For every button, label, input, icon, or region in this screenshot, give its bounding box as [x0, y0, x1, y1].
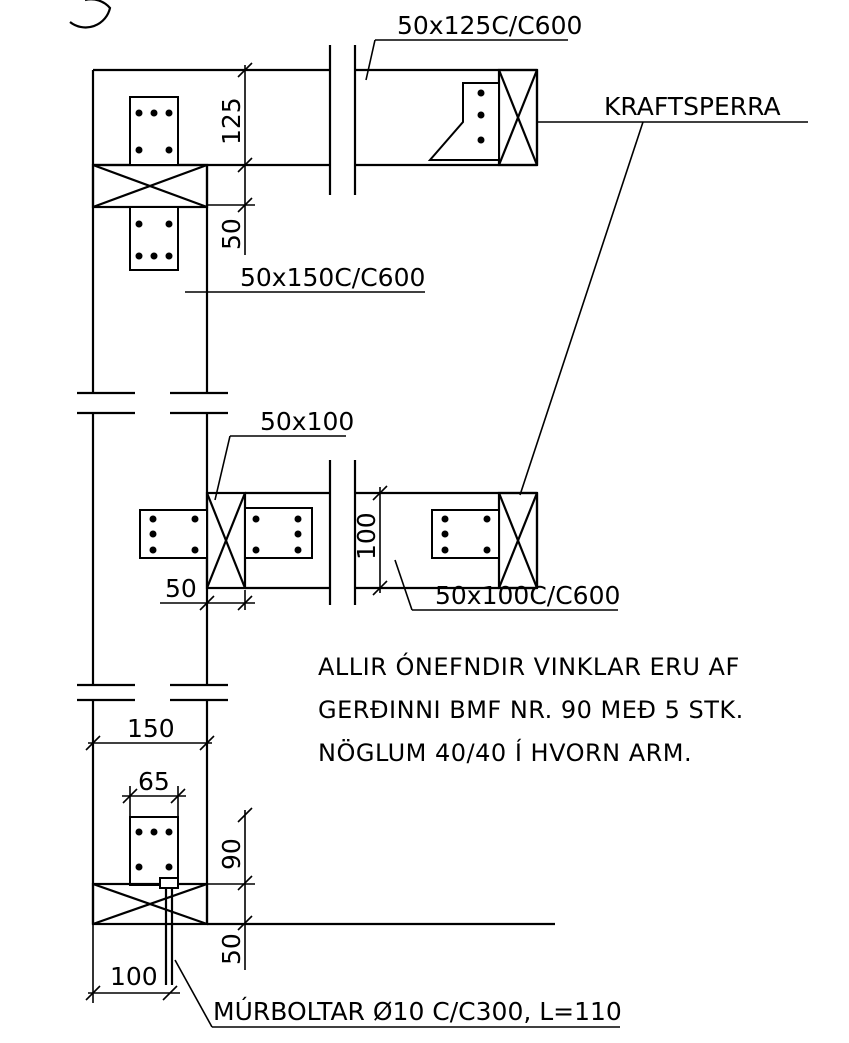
label-top-rafter: 50x125C/C600 [365, 11, 582, 81]
dim-100-vertical: 100 [352, 485, 388, 596]
label-kraftsperra: KRAFTSPERRA [519, 92, 808, 496]
note-line2: GERÐINNI BMF NR. 90 MEÐ 5 STK. [318, 696, 744, 724]
detail-marker-arc [69, 0, 112, 29]
angle-plate-mid-right [431, 509, 500, 559]
label-lower-joist: 50x100C/C600 [394, 559, 620, 611]
top-plate-cross [91, 163, 209, 209]
dim-50-lower-text: 50 [217, 933, 246, 965]
dim-150: 150 [85, 714, 215, 751]
blocking-cross [205, 491, 247, 590]
angle-plate-mid-center [244, 507, 313, 559]
dim-150-text: 150 [127, 714, 175, 743]
dim-125-text: 125 [217, 97, 246, 145]
angle-plate-upper [129, 96, 179, 166]
label-blocking: 50x100 [214, 407, 354, 501]
label-anchor-bolts-text: MÚRBOLTAR Ø10 C/C300, L=110 [213, 996, 622, 1026]
dim-65-text: 65 [138, 767, 170, 796]
dim-50-lower: 50 [217, 890, 253, 970]
angle-plate-upper-below [129, 206, 179, 271]
dim-50-upper: 50 [207, 170, 255, 255]
angle-plate-mid-left [139, 509, 208, 559]
label-blocking-text: 50x100 [260, 407, 354, 436]
dim-50-mid: 50 [160, 574, 255, 611]
angle-bracket-kraftsperra [427, 82, 500, 161]
label-stud: 50x150C/C600 [185, 263, 425, 293]
dim-90-text: 90 [217, 838, 246, 870]
dim-50-mid-text: 50 [165, 574, 197, 603]
label-top-rafter-text: 50x125C/C600 [397, 11, 582, 40]
label-lower-joist-text: 50x100C/C600 [435, 581, 620, 610]
label-anchor-bolts: MÚRBOLTAR Ø10 C/C300, L=110 [174, 959, 622, 1028]
general-note: ALLIR ÓNEFNDIR VINKLAR ERU AF GERÐINNI B… [318, 651, 744, 767]
dim-125: 125 [217, 62, 253, 173]
dim-100-bottom: 100 [85, 924, 180, 1003]
sole-plate-cross [91, 882, 209, 926]
kraftsperra-cross-mid [497, 491, 539, 590]
label-kraftsperra-text: KRAFTSPERRA [604, 92, 781, 121]
dim-100-bottom-text: 100 [110, 962, 158, 991]
angle-plate-bottom [129, 816, 179, 886]
anchor-bolt [159, 877, 179, 985]
note-line1: ALLIR ÓNEFNDIR VINKLAR ERU AF [318, 651, 740, 681]
label-stud-text: 50x150C/C600 [240, 263, 425, 292]
note-line3: NÖGLUM 40/40 Í HVORN ARM. [318, 738, 692, 767]
dim-65: 65 [122, 767, 186, 816]
dim-90: 90 [207, 807, 255, 891]
kraftsperra-cross-top [497, 68, 539, 167]
dim-100-vertical-text: 100 [352, 512, 381, 560]
dim-50-upper-text: 50 [217, 218, 246, 250]
